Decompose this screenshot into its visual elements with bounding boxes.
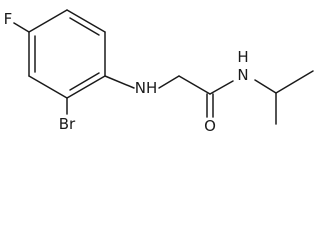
amide-h-label: H [237, 48, 248, 66]
amine-nh-label: NH [135, 79, 158, 97]
ring-inner-double-bond-1 [69, 17, 100, 36]
atom-amine-nh: NH [135, 79, 158, 97]
ring-bond-top [66, 9, 106, 33]
fluorine-label: F [4, 10, 13, 28]
ring-bond-bottom-right [66, 75, 106, 99]
nh-ch2-bond [158, 75, 180, 89]
bromine-label: Br [59, 115, 76, 133]
ring-bond-top-left [28, 9, 68, 33]
ch-methyl-up-bond [275, 70, 314, 94]
ring-bond-bottom-left [28, 75, 68, 99]
atom-amide-nh: N H [237, 48, 248, 84]
ch2-carbonyl-bond [178, 75, 211, 95]
atom-bromine: Br [59, 115, 76, 133]
atom-oxygen: O [204, 117, 216, 135]
amide-n-label: N [237, 66, 248, 84]
c-f-bond [13, 22, 30, 33]
molecule-structure-diagram: F Br NH O N H [4, 9, 314, 135]
oxygen-label: O [204, 117, 216, 135]
ring-inner-double-bond-2 [69, 72, 100, 91]
c-nh-bond [104, 75, 135, 89]
n-ch-bond [254, 79, 277, 94]
atom-fluorine: F [4, 10, 13, 28]
benzene-ring [28, 9, 106, 99]
carbonyl-n-bond [209, 80, 234, 95]
